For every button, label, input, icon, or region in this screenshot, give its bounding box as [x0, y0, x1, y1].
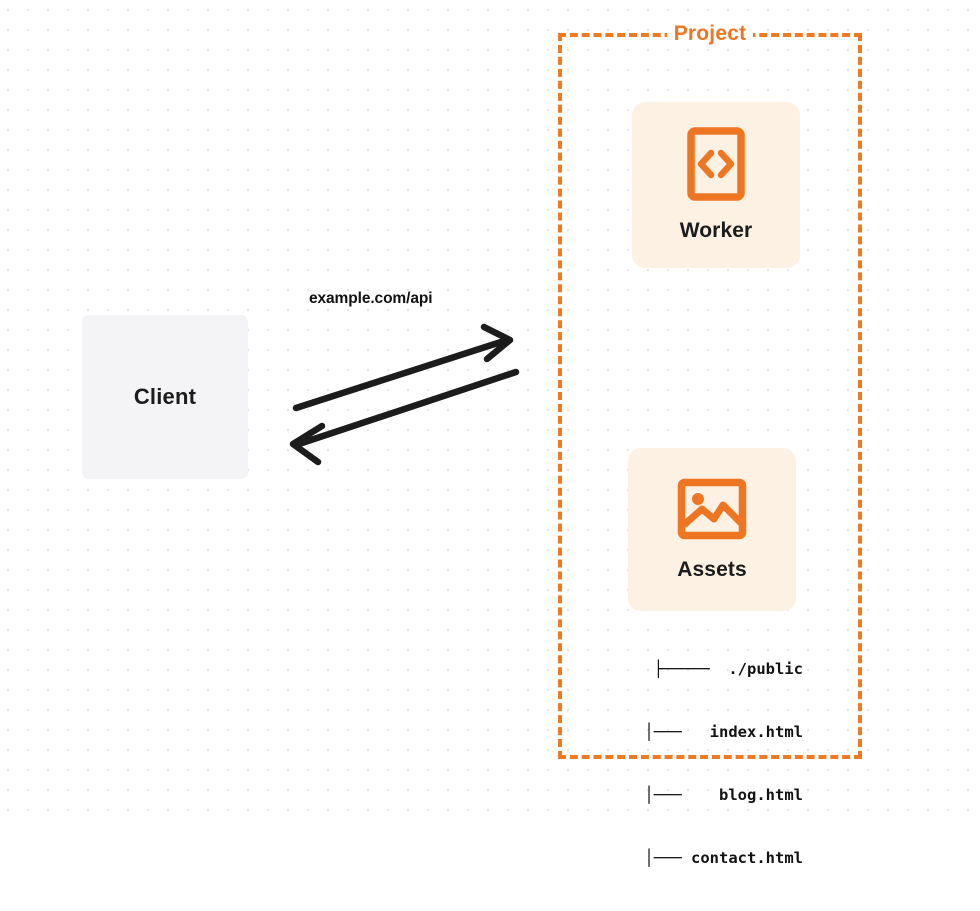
project-title: Project [558, 22, 862, 46]
client-node-label: Client [133, 384, 197, 409]
file-tree-row: │─── blog.html [644, 786, 803, 804]
image-icon [677, 478, 747, 545]
file-tree-row: ├───── ./public [653, 660, 803, 678]
assets-service-tile[interactable]: Assets [628, 448, 796, 611]
arrow-right-icon [292, 323, 514, 412]
file-tree-row: │─── contact.html [644, 849, 803, 867]
connection-label: example.com/api [309, 290, 433, 307]
assets-file-tree: ├───── ./public │─── index.html │─── blo… [605, 617, 803, 911]
client-node[interactable]: Client [82, 315, 248, 479]
worker-service-tile[interactable]: Worker [632, 102, 800, 268]
file-tree-row: │─── index.html [644, 723, 803, 741]
project-title-text: Project [666, 23, 754, 45]
worker-tile-label: Worker [679, 219, 753, 242]
assets-tile-label: Assets [677, 557, 747, 581]
code-brackets-icon [687, 127, 745, 206]
diagram-canvas: Client example.com/api Project Worker [0, 0, 980, 867]
arrow-left-icon [289, 368, 520, 466]
